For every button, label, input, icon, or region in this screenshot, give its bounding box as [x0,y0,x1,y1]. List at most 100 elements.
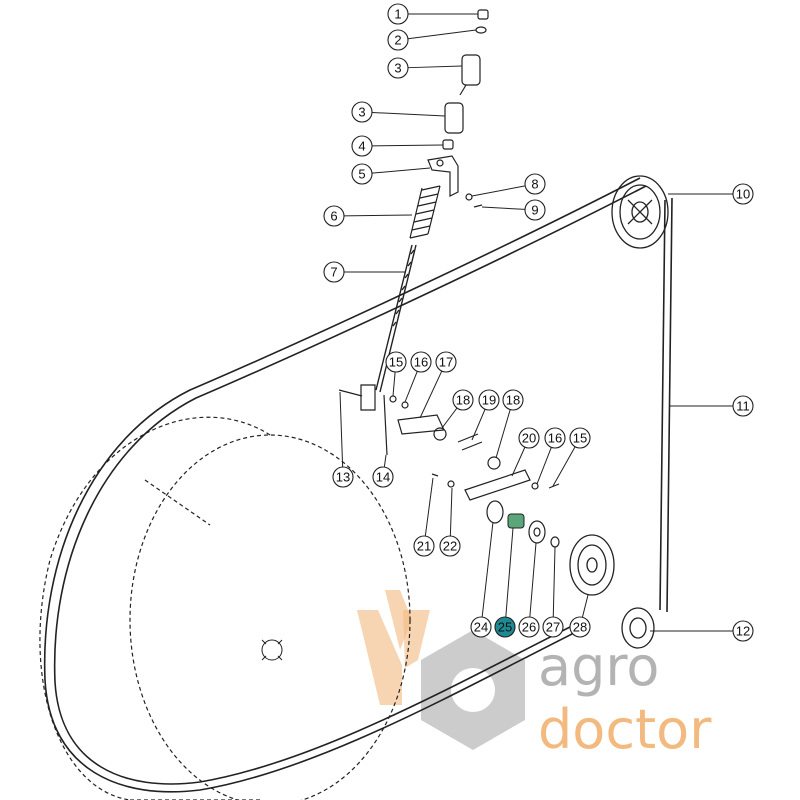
leader-line-13 [339,391,344,468]
leader-line-3 [407,65,463,69]
callout-16: 16 [410,351,432,373]
large-pulley [39,416,411,800]
callout-17: 17 [435,351,457,373]
leader-line-5 [371,167,431,174]
callout-5: 5 [351,163,373,185]
callout-circle [385,351,407,373]
callout-circle [351,101,373,123]
callout-circle [323,261,345,283]
callout-number: 4 [358,139,365,154]
callout-circle [524,173,546,195]
callout-circle [732,183,754,205]
upper-pulley [611,175,669,249]
callout-19: 19 [478,389,500,411]
leader-line-19 [471,409,486,441]
callout-number: 15 [389,355,403,370]
callout-3: 3 [387,57,409,79]
callout-2: 2 [387,29,409,51]
callout-14: 14 [372,466,394,488]
small-parts-middle [338,384,560,501]
leader-line-24 [481,521,494,618]
callout-number: 6 [330,209,337,224]
drive-belt [43,177,673,793]
callout-number: 27 [546,620,560,635]
leader-line-14 [383,454,387,468]
callout-circle [732,620,754,642]
watermark-hex-nut-icon [421,630,525,750]
leader-line-28 [581,594,589,618]
callout-circle [387,3,409,25]
leader-line-25 [505,527,514,618]
callout-circle [494,616,516,638]
callout-21: 21 [413,535,435,557]
leader-line-20 [511,446,526,477]
callout-6: 6 [323,205,345,227]
callout-number: 24 [474,620,488,635]
callout-10: 10 [732,183,754,205]
leader-line-9 [481,206,526,210]
callout-18: 18 [452,389,474,411]
lower-pulley [621,607,655,649]
tension-rod [375,244,417,393]
callout-circle [524,199,546,221]
callout-25: 25 [494,616,516,638]
callout-15: 15 [385,351,407,373]
callout-circle [413,535,435,557]
agro-doctor-watermark: agro doctor [357,590,712,761]
callout-circle [518,616,540,638]
pulley-hub [261,639,283,661]
leader-line-22 [449,487,453,537]
callout-number: 13 [336,470,350,485]
callout-number: 28 [573,620,587,635]
callout-number: 5 [358,167,365,182]
leader-line-4 [371,144,444,147]
callout-4: 4 [351,135,373,157]
callout-16: 16 [544,427,566,449]
callout-number: 3 [358,105,365,120]
callout-12: 12 [732,620,754,642]
leader-line-26 [529,542,537,618]
leader-line-2 [407,29,477,40]
callout-circle [478,389,500,411]
callout-1: 1 [387,3,409,25]
callout-number: 22 [443,539,457,554]
callout-number: 3 [394,61,401,76]
callout-number: 2 [394,33,401,48]
leader-line-17 [419,370,443,419]
callout-24: 24 [470,616,492,638]
callout-circle [518,427,540,449]
callout-circle [387,57,409,79]
leader-line-16 [404,371,418,403]
callout-number: 25 [498,620,512,635]
leader-line-18 [441,407,458,429]
leader-line-27 [552,546,556,618]
callout-circle [351,135,373,157]
leader-line-16 [536,447,552,485]
callout-circle [372,466,394,488]
callout-number: 26 [522,620,536,635]
callout-13: 13 [332,466,354,488]
callout-27: 27 [542,616,564,638]
callout-circle [544,427,566,449]
callout-7: 7 [323,261,345,283]
callout-number: 10 [736,187,750,202]
leader-line-6 [343,214,413,217]
callout-number: 18 [506,393,520,408]
callout-number: 18 [456,393,470,408]
tension-pulley [569,534,615,596]
callout-circle [732,395,754,417]
callout-number: 19 [482,393,496,408]
callout-circle [569,616,591,638]
callout-28: 28 [569,616,591,638]
callout-number: 14 [376,470,390,485]
callout-number: 16 [548,431,562,446]
leader-line-18 [495,409,511,459]
callout-circle [435,351,457,373]
callout-number: 9 [531,203,538,218]
watermark-leaf-logo [357,590,430,705]
small-parts-top [442,9,489,208]
callout-circle [569,427,591,449]
